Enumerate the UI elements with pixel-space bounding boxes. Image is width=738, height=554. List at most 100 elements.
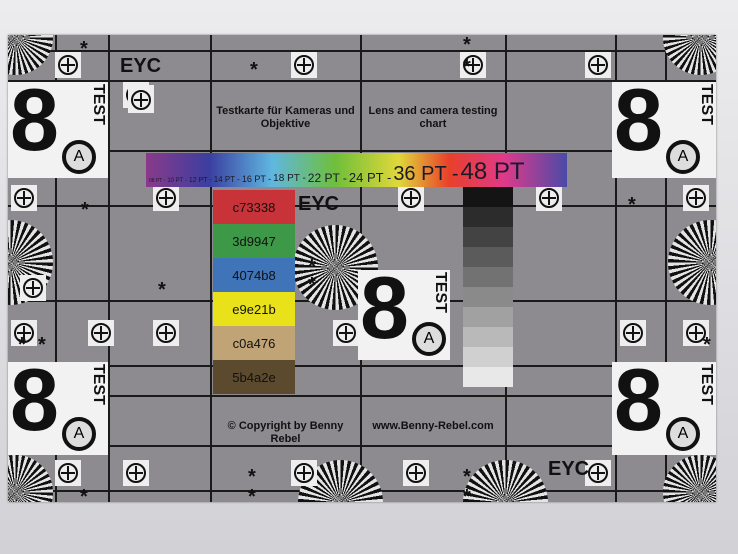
target-icon [55,52,81,78]
font-size-label: 12 PT - [188,177,212,184]
target-icon [55,460,81,486]
asterisk-icon: * [628,194,636,216]
asterisk-icon: * [463,466,471,488]
logo-letter: A [666,417,700,451]
target-icon [620,320,646,346]
asterisk-icon: * [463,35,471,56]
logo-digit: 8 [360,270,409,357]
logo-digit: 8 [614,362,663,449]
target-icon [683,185,709,211]
logo-letter: A [62,417,96,451]
grid-line [8,205,716,207]
grid-line [8,445,716,447]
asterisk-icon: * [250,59,258,81]
font-size-label: 22 PT - [307,171,347,185]
gray-step [463,287,513,307]
gray-step [463,227,513,247]
brand-eyc: EYC [298,193,340,215]
font-size-label: 24 PT - [348,170,392,185]
grid-line [8,150,716,152]
target-icon [585,460,611,486]
brand-eyc: EYC [548,458,590,480]
grid-line [8,80,716,82]
gray-step [463,307,513,327]
asterisk-icon: * [158,279,166,301]
siemens-star [8,455,53,502]
heading-german: Testkarte für Kameras und Objektive [216,105,355,131]
logo-word: TEST [698,364,715,405]
logo-digit: 8 [10,82,59,169]
grid-line [8,395,716,397]
asterisk-icon: * [703,334,711,356]
website-text: www.Benny-Rebel.com [372,420,494,432]
target-icon [333,320,359,346]
logo-letter: A [62,140,96,174]
color-swatch: 5b4a2e [213,360,295,394]
color-swatch: c0a476 [213,326,295,360]
target-icon [11,185,37,211]
font-size-label: 48 PT [460,158,525,185]
siemens-star [668,220,716,305]
siemens-star [463,460,548,502]
target-icon [128,87,154,113]
target-icon [153,320,179,346]
target-icon [11,320,37,346]
asterisk-icon: * [80,38,88,60]
logo-word: TEST [432,272,449,313]
asterisk-icon: * [248,486,256,502]
target-icon [291,52,317,78]
grid-line [8,50,716,52]
color-swatch: e9e21b [213,292,295,326]
logo-word: TEST [90,84,107,125]
grid-line [210,35,212,502]
target-icon [460,52,486,78]
gray-step [463,207,513,227]
font-size-label: 10 PT - [167,178,187,184]
gray-step [463,187,513,207]
target-icon [291,460,317,486]
gray-step [463,267,513,287]
logo-digit: 8 [10,362,59,449]
color-swatch: 4074b8 [213,258,295,292]
asterisk-icon: * [80,486,88,502]
heading-english: Lens and camera testing chart [368,105,498,131]
target-icon [123,460,149,486]
target-icon [585,52,611,78]
asterisk-icon: * [248,466,256,488]
gray-step [463,247,513,267]
gray-step [463,327,513,347]
logo-word: TEST [698,84,715,125]
asterisk-icon: * [38,334,46,356]
asterisk-icon: * [81,199,89,221]
font-size-label: 16 PT - [241,174,272,184]
gray-step [463,347,513,367]
grid-line [8,365,716,367]
siemens-star [663,455,716,502]
logo-word: TEST [90,364,107,405]
target-icon [403,460,429,486]
asterisk-icon: * [463,56,471,78]
font-size-label: 08 PT - [149,178,166,184]
asterisk-icon: * [463,486,471,502]
color-swatch: c73338 [213,190,295,224]
asterisk-icon: * [308,274,316,296]
font-size-label: 36 PT - [393,163,459,185]
brand-eyc: EYC [120,55,162,77]
logo-letter: A [666,140,700,174]
siemens-star [663,35,716,75]
grid-line [615,35,617,502]
color-swatch: 3d9947 [213,224,295,258]
target-icon [683,320,709,346]
target-icon [536,185,562,211]
gray-step [463,367,513,387]
siemens-star [8,35,53,75]
font-size-label: 14 PT - [213,175,240,184]
target-icon [88,320,114,346]
logo-letter: A [412,322,446,356]
asterisk-icon: * [308,256,316,278]
